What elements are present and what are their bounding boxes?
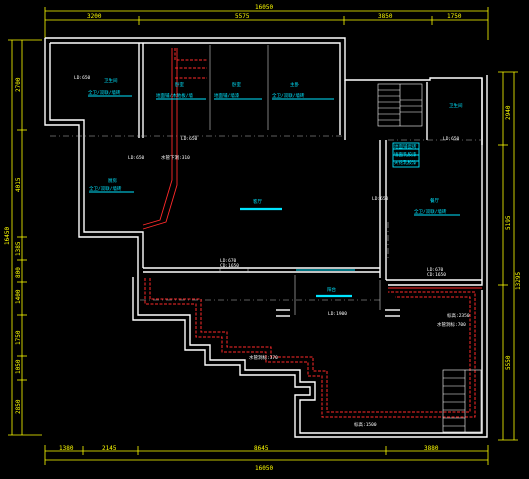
dim-left-3: 1385 [15,241,22,256]
dim-left-4: 800 [15,267,22,278]
dim-left-2: 4015 [15,177,22,192]
interior-walls [138,43,482,317]
label-ld-bottom-c: LD:1900 [328,311,347,317]
axis-lines [50,135,482,301]
label-ld-top-left: LD:650 [74,75,91,81]
label-water-left: 水管下洞:310 [161,154,190,161]
label-ld-left-mid: LD:650 [128,155,145,161]
outer-walls [44,37,488,438]
room-tag-1: 卫生间 [104,77,118,84]
right-dimension-chain: 2940 5195 13295 5550 [498,71,522,441]
fixture-block [392,142,420,168]
room-tag-6: 厨房 [108,177,117,184]
room-tag-2: 卧室 [175,81,184,88]
room-tag-7: 客厅 [253,198,262,205]
label-ld-bottom-a: LD:670 [220,258,237,264]
label-cd-bottom-b: CD:1650 [427,272,446,278]
dim-top-total: 16050 [255,4,273,11]
room-tag-2-spec: 地面铺/木地板/墙 [156,92,193,99]
label-ld-mid: LD:650 [181,136,198,142]
note-floor: 地面铺瓷砖 [394,143,417,150]
top-dimension-chain: 16050 3200 5575 3850 1750 [44,4,489,40]
room-tag-4: 主卧 [290,81,299,88]
room-tag-6-spec: 全卫/双联/墙砖 [89,185,122,192]
room-tag-8: 餐厅 [430,197,439,204]
room-tag-4-spec: 全卫/双联/墙砖 [272,92,305,99]
room-tags: 卫生间 全卫/双联/墙砖 卧室 地面铺/木地板/墙 卧室 地面铺/墙漆 主卧 全… [88,77,463,298]
label-right-top: 标高:2350 [447,312,470,319]
room-tag-5: 卫生间 [449,102,463,109]
water-pipe-runs [142,48,482,418]
label-ld-right: LD:650 [443,136,460,142]
dim-left-5: 1400 [15,289,22,304]
dim-left-8: 2850 [15,399,22,414]
dim-top-3: 3850 [378,13,393,20]
dim-top-2: 5575 [235,13,250,20]
left-dimension-chain: 16450 2700 4015 1385 800 1400 1750 1050 … [4,39,42,436]
label-bottom-water: 水管洞标:370 [249,354,278,361]
label-cd-bottom-a: CD:1650 [220,263,239,269]
stair-upper [377,83,423,127]
dim-right-1: 2940 [505,105,512,120]
bottom-dimension-chain: 1380 2145 8645 3880 16050 [44,445,489,472]
room-tag-9: 阳台 [327,286,336,293]
dim-bottom-2: 2145 [102,445,117,452]
annotations: LD:650 LD:650 LD:650 LD:650 水管下洞:310 LD:… [74,75,470,428]
room-tag-8-spec: 全卫/双联/墙砖 [414,208,447,215]
dim-right-2: 5195 [505,215,512,230]
stair-lower [442,369,482,433]
dim-left-6: 1750 [15,330,22,345]
dim-right-3: 13295 [515,272,522,290]
room-tag-1-spec: 全卫/双联/墙砖 [88,89,121,96]
dim-bottom-4: 3880 [424,445,439,452]
note-ceiling: 天花乳胶漆 [394,159,417,166]
dim-bottom-1: 1380 [59,445,74,452]
room-tag-3-spec: 地面铺/墙漆 [214,92,240,99]
dim-top-1: 3200 [87,13,102,20]
room-tag-3: 卧室 [232,81,241,88]
label-bottom-floor: 标高:1500 [354,421,377,428]
dim-left-total: 16450 [4,227,11,245]
note-wall: 墙面乳胶漆 [394,151,417,158]
label-right-bottom: 水管洞标:700 [437,321,466,328]
dim-top-4: 1750 [447,13,462,20]
dim-bottom-3: 8645 [254,445,269,452]
dim-left-1: 2700 [15,77,22,92]
dim-left-7: 1050 [15,359,22,374]
label-ld-center-right: LD:650 [372,196,389,202]
dim-bottom-total: 16050 [255,465,273,472]
label-ld-bottom-b: LD:670 [427,267,444,273]
dim-right-4: 5550 [505,355,512,370]
